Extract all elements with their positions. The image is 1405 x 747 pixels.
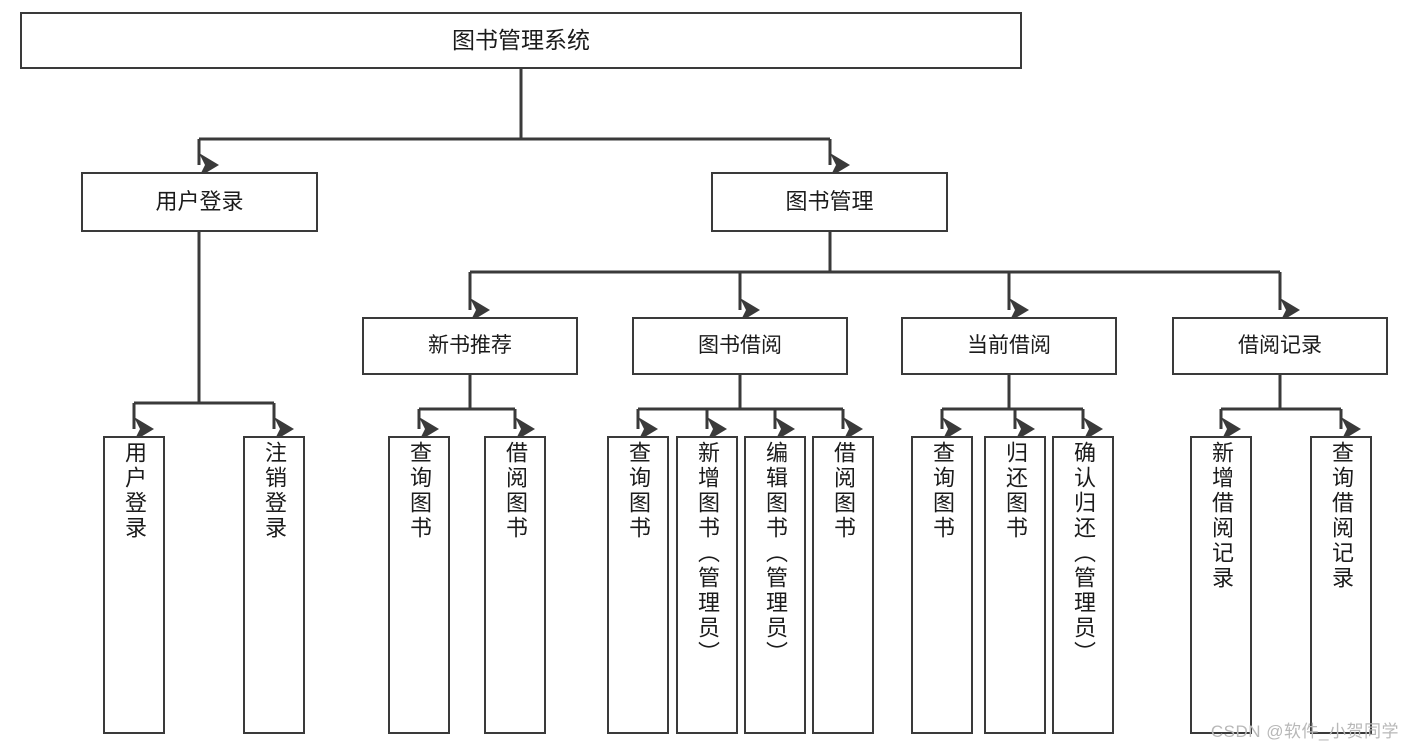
node-book-manage-label: 图书管理: [785, 189, 874, 215]
node-book-borrow[interactable]: 图书借阅: [632, 317, 848, 375]
node-current-borrow[interactable]: 当前借阅: [901, 317, 1117, 375]
leaf-edit-book-label: 编辑图书（管理员）: [763, 441, 788, 666]
node-root[interactable]: 图书管理系统: [20, 12, 1022, 69]
node-new-book-recommend-label: 新书推荐: [428, 333, 512, 357]
node-root-label: 图书管理系统: [452, 26, 590, 53]
leaf-query-book-3-label: 查询图书: [930, 441, 955, 541]
leaf-add-book-label: 新增图书（管理员）: [695, 441, 720, 666]
leaf-borrow-book-2-label: 借阅图书: [831, 441, 856, 541]
leaf-borrow-book-2[interactable]: 借阅图书: [812, 436, 874, 734]
leaf-confirm-return[interactable]: 确认归还（管理员）: [1052, 436, 1114, 734]
leaf-add-book[interactable]: 新增图书（管理员）: [676, 436, 738, 734]
leaf-query-book-3[interactable]: 查询图书: [911, 436, 973, 734]
node-borrow-record-label: 借阅记录: [1238, 333, 1322, 357]
leaf-user-login-label: 用户登录: [122, 441, 147, 541]
leaf-query-book-2[interactable]: 查询图书: [607, 436, 669, 734]
leaf-return-book[interactable]: 归还图书: [984, 436, 1046, 734]
leaf-add-record[interactable]: 新增借阅记录: [1190, 436, 1252, 734]
node-book-manage[interactable]: 图书管理: [711, 172, 948, 232]
leaf-user-login[interactable]: 用户登录: [103, 436, 165, 734]
leaf-return-book-label: 归还图书: [1003, 441, 1028, 541]
leaf-query-record[interactable]: 查询借阅记录: [1310, 436, 1372, 734]
leaf-user-logout[interactable]: 注销登录: [243, 436, 305, 734]
node-borrow-record[interactable]: 借阅记录: [1172, 317, 1388, 375]
node-new-book-recommend[interactable]: 新书推荐: [362, 317, 578, 375]
leaf-query-record-label: 查询借阅记录: [1329, 441, 1354, 591]
node-current-borrow-label: 当前借阅: [967, 333, 1051, 357]
node-user-login-label: 用户登录: [155, 189, 244, 215]
node-user-login[interactable]: 用户登录: [81, 172, 318, 232]
leaf-borrow-book-1-label: 借阅图书: [503, 441, 528, 541]
leaf-query-book-1[interactable]: 查询图书: [388, 436, 450, 734]
watermark: CSDN @软件_小贺同学: [1210, 722, 1399, 741]
leaf-edit-book[interactable]: 编辑图书（管理员）: [744, 436, 806, 734]
leaf-user-logout-label: 注销登录: [262, 441, 287, 541]
leaf-borrow-book-1[interactable]: 借阅图书: [484, 436, 546, 734]
leaf-confirm-return-label: 确认归还（管理员）: [1071, 441, 1096, 666]
node-book-borrow-label: 图书借阅: [698, 333, 782, 357]
leaf-add-record-label: 新增借阅记录: [1209, 441, 1234, 591]
leaf-query-book-2-label: 查询图书: [626, 441, 651, 541]
leaf-query-book-1-label: 查询图书: [407, 441, 432, 541]
